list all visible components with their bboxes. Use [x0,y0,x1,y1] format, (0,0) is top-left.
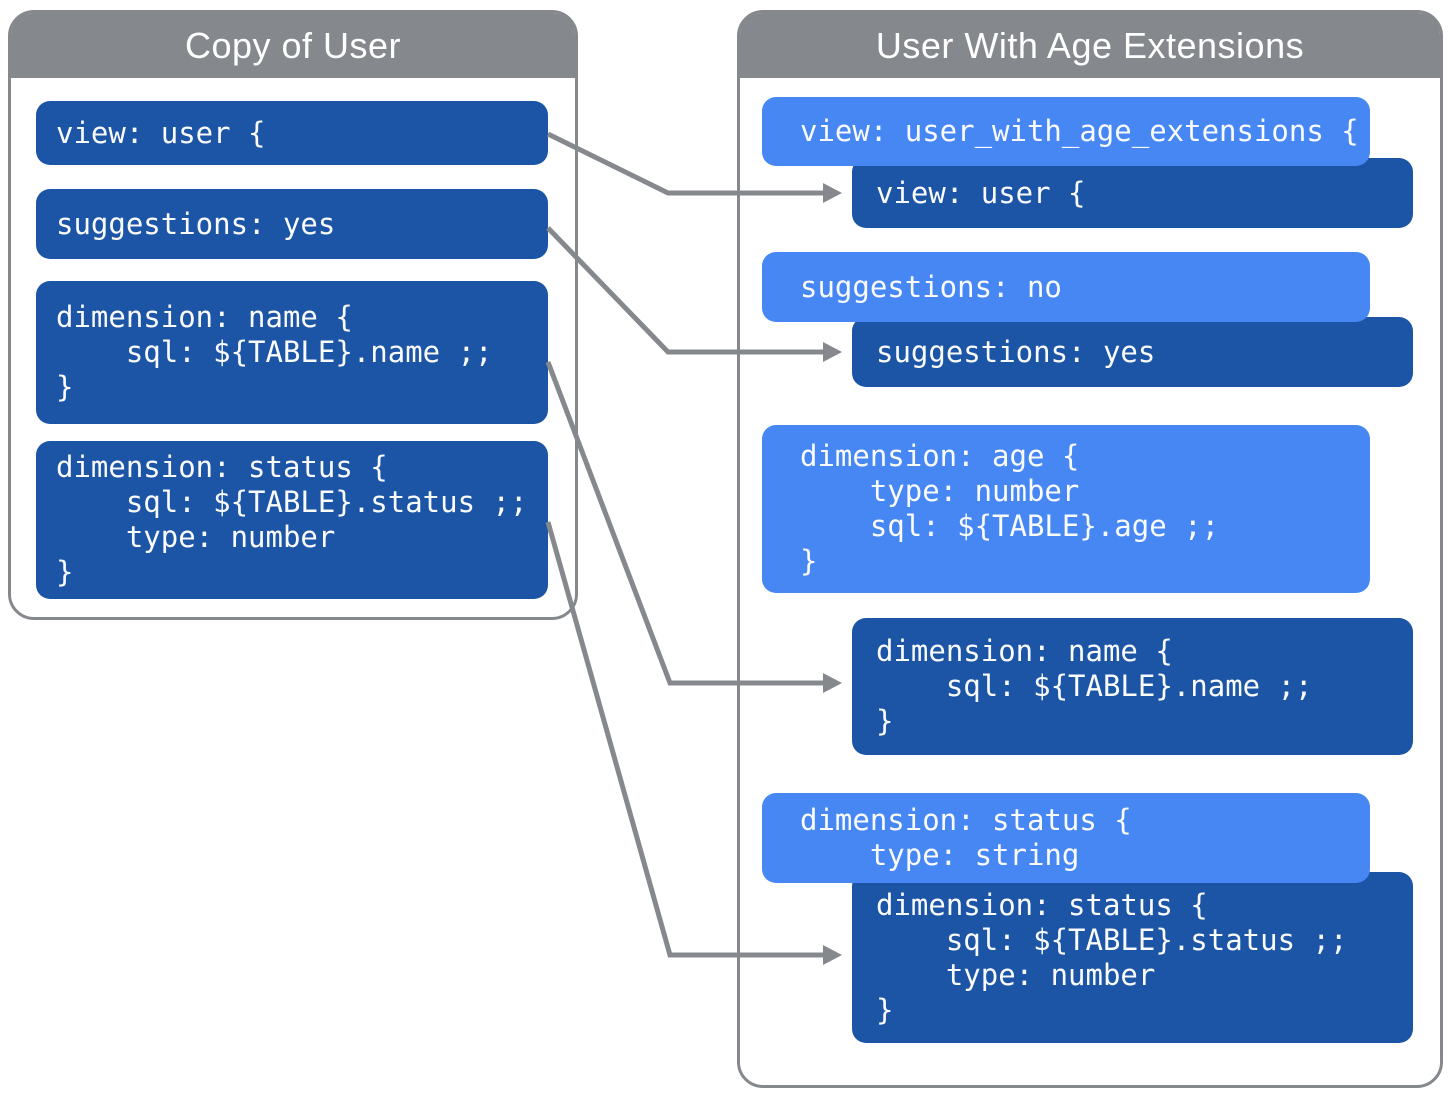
code-line: suggestions: yes [876,334,1156,369]
panel-user-with-age-extensions-header: User With Age Extensions [740,13,1440,78]
code-line: dimension: status { [876,887,1208,922]
code-block-inherited-suggestions-yes: suggestions: yes [852,317,1413,387]
code-line: } [56,555,74,589]
code-block-view-user: view: user { [36,101,548,165]
code-line: sql: ${TABLE}.status ;; [876,922,1348,957]
code-line: dimension: name { [56,300,353,334]
code-block-inherited-dimension-status: dimension: status { sql: ${TABLE}.status… [852,872,1413,1043]
code-line: sql: ${TABLE}.age ;; [800,509,1220,543]
code-line: sql: ${TABLE}.status ;; [56,485,528,519]
code-line: view: user_with_age_extensions { [800,114,1359,148]
panel-user-with-age-extensions-title: User With Age Extensions [875,24,1305,66]
code-line: sql: ${TABLE}.name ;; [56,335,493,369]
panel-copy-of-user: Copy of User view: user { suggestions: y… [8,10,578,620]
code-line: } [876,992,894,1027]
code-block-view-user-with-age-extensions: view: user_with_age_extensions { [762,97,1370,166]
code-block-dimension-age: dimension: age { type: number sql: ${TAB… [762,425,1370,593]
panel-copy-of-user-header: Copy of User [11,13,575,78]
code-line: dimension: name { [876,634,1173,668]
code-block-inherited-view-user: view: user { [852,158,1413,228]
code-line: dimension: status { [56,450,388,484]
code-line: view: user { [56,115,266,150]
code-line: type: number [800,474,1080,508]
code-line: type: string [800,838,1080,872]
panel-user-with-age-extensions: User With Age Extensions view: user { vi… [737,10,1443,1088]
code-block-dimension-name: dimension: name { sql: ${TABLE}.name ;; … [36,281,548,424]
code-line: sql: ${TABLE}.name ;; [876,669,1313,703]
code-block-suggestions-yes: suggestions: yes [36,189,548,259]
code-line: suggestions: no [800,269,1062,304]
code-line: type: number [876,957,1156,992]
code-line: suggestions: yes [56,206,336,241]
panel-copy-of-user-title: Copy of User [184,24,402,66]
code-line: dimension: status { [800,803,1132,837]
code-block-inherited-dimension-name: dimension: name { sql: ${TABLE}.name ;; … [852,618,1413,755]
code-line: } [876,704,894,738]
code-line: dimension: age { [800,439,1080,473]
code-line: type: number [56,520,336,554]
code-line: view: user { [876,175,1086,210]
code-line: } [56,370,74,404]
code-line: } [800,544,818,578]
code-block-dimension-status: dimension: status { sql: ${TABLE}.status… [36,441,548,599]
code-block-suggestions-no: suggestions: no [762,252,1370,322]
code-block-dimension-status-override: dimension: status { type: string [762,793,1370,883]
